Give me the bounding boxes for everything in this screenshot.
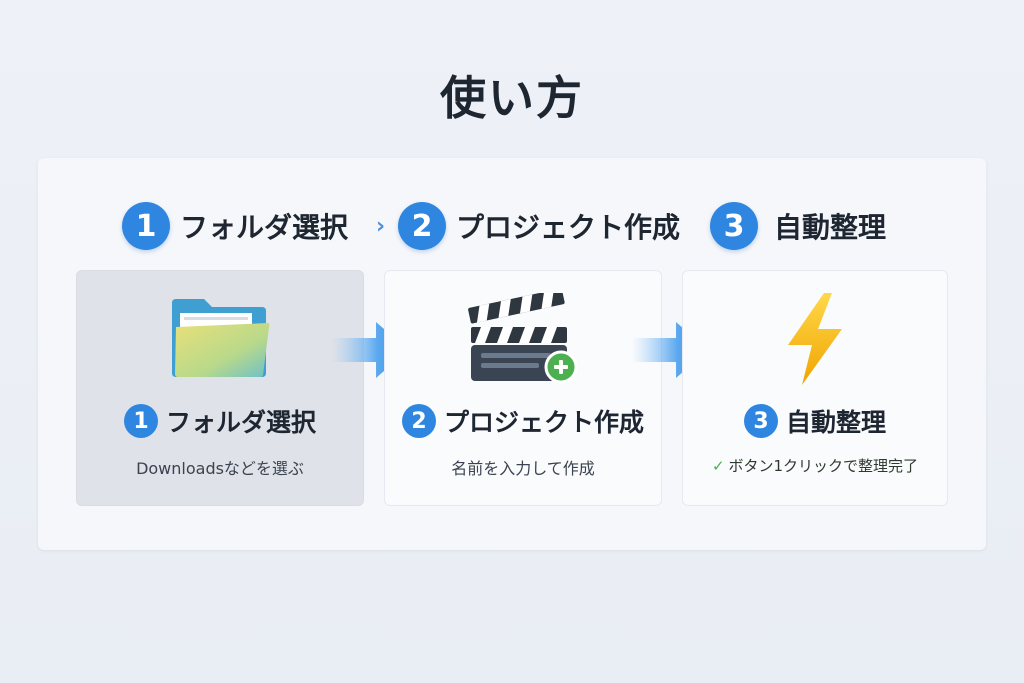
header-step-label: 自動整理 [774,211,887,244]
card-title: 2 プロジェクト作成 [385,403,661,439]
header-step-label: プロジェクト作成 [456,211,681,244]
header-step-2: 2 プロジェクト作成 [398,200,680,252]
header-step-1: 1 フォルダ選択 [122,200,348,252]
card-description-text: ボタン1クリックで整理完了 [728,457,919,475]
card-description: 名前を入力して作成 [451,459,595,478]
chevron-right-icon: › [376,214,386,239]
checkmark-icon: ✓ [711,457,725,475]
page-title: 使い方 [440,71,584,125]
card-title: 1 フォルダ選択 [77,403,363,439]
steps-header: 1 フォルダ選択 › 2 プロジェクト作成 3 自動整理 [0,200,1024,252]
step-number-badge: 2 [398,202,446,250]
card-title-label: プロジェクト作成 [443,408,644,437]
step-card-folder-select[interactable]: 1 フォルダ選択 Downloadsなどを選ぶ [76,270,364,506]
card-description: ✓ボタン1クリックで整理完了 [683,455,947,476]
step-number-badge: 1 [122,202,170,250]
step-number-badge: 1 [123,404,158,438]
lightning-icon [683,291,947,387]
card-description: Downloadsなどを選ぶ [136,459,304,478]
card-title-label: フォルダ選択 [165,408,316,437]
card-title-label: 自動整理 [785,408,886,437]
step-card-project-create[interactable]: 2 プロジェクト作成 名前を入力して作成 [384,270,662,506]
folder-icon [77,297,363,379]
clapperboard-add-icon [385,293,661,385]
step-number-badge: 2 [401,404,436,438]
step-number-badge: 3 [743,404,778,438]
card-title: 3 自動整理 [683,403,947,439]
step-number-badge: 3 [710,202,758,250]
step-card-auto-organize[interactable]: 3 自動整理 ✓ボタン1クリックで整理完了 [682,270,948,506]
header-step-label: フォルダ選択 [180,211,349,244]
header-step-3: 3 自動整理 [710,200,886,252]
